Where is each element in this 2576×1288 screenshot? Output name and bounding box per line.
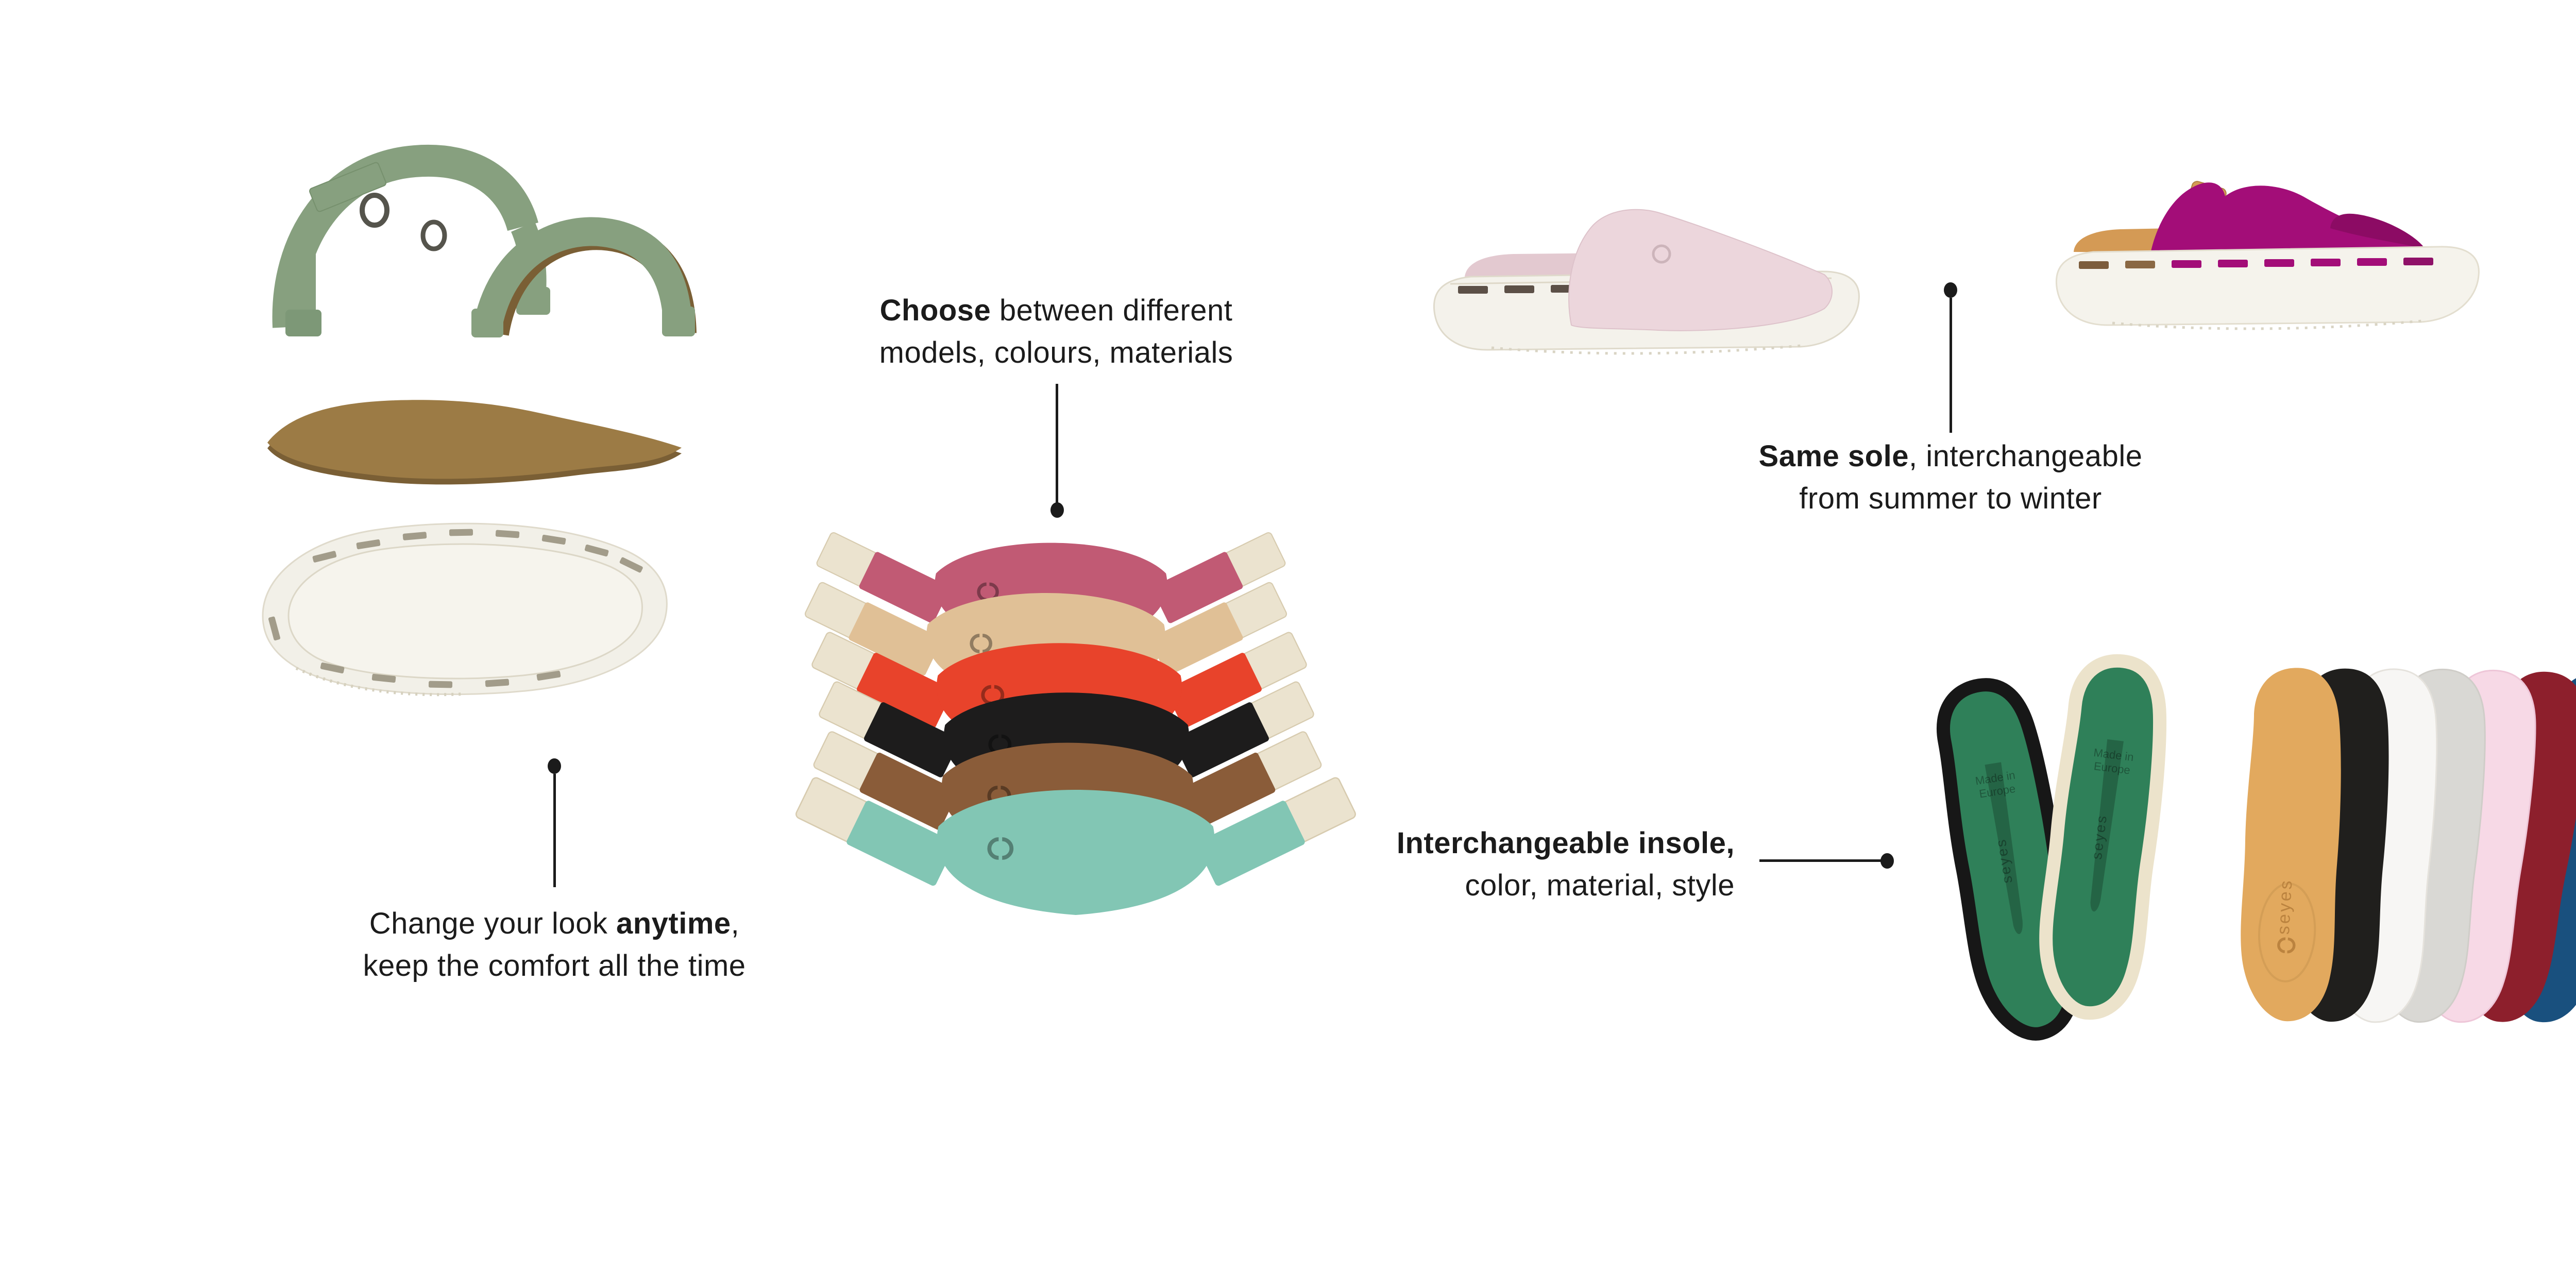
note-change-look: Change your look anytime, keep the comfo… <box>297 903 812 987</box>
seyes-logo-icon <box>1652 244 1671 264</box>
connector-dot <box>1944 282 1957 298</box>
note-line: Change your look anytime, <box>369 907 740 940</box>
insole-cream-edge: Made in Europe seyes <box>2036 656 2172 1018</box>
note-line: color, material, style <box>1465 869 1735 902</box>
summer-slide <box>1433 209 1860 355</box>
note-line: models, colours, materials <box>879 336 1233 369</box>
insole-camel: seyes <box>2235 665 2349 1024</box>
note-choose: Choose between different models, colours… <box>799 290 1314 374</box>
exploded-sandal-outsole <box>262 522 668 697</box>
note-same-sole: Same sole, interchangeable from summer t… <box>1667 435 2234 520</box>
outsole-slots <box>268 529 643 688</box>
connector-line <box>553 774 556 887</box>
metal-ring <box>360 193 389 228</box>
winter-slide <box>2056 181 2480 330</box>
svg-text:seyes: seyes <box>2274 878 2296 935</box>
strap-stack <box>850 518 1257 971</box>
connector-line <box>1950 298 1952 433</box>
connector-line <box>1056 384 1058 503</box>
note-line: from summer to winter <box>1799 482 2102 515</box>
metal-ring <box>420 219 447 251</box>
sole-slots <box>2079 258 2433 269</box>
exploded-sandal-cork-insole <box>267 400 682 485</box>
insole-fan: seyes <box>2235 664 2576 1031</box>
connector-line <box>1759 859 1883 862</box>
note-line: Same sole, interchangeable <box>1758 439 2143 473</box>
connector-dot <box>1050 502 1064 518</box>
insole-black-edge: Made in Europe seyes <box>1934 677 2082 1041</box>
connector-dot <box>1880 853 1894 869</box>
note-line: Interchangeable insole, <box>1396 826 1735 860</box>
green-insole-pair: Made in Europe seyes Made in Europe seye… <box>1940 657 2192 1059</box>
note-line: Choose between different <box>879 294 1233 327</box>
connector-dot <box>548 758 561 774</box>
exploded-sandal-straps <box>272 144 697 337</box>
note-line: keep the comfort all the time <box>363 949 746 982</box>
note-insole: Interchangeable insole, color, material,… <box>1219 822 1735 907</box>
